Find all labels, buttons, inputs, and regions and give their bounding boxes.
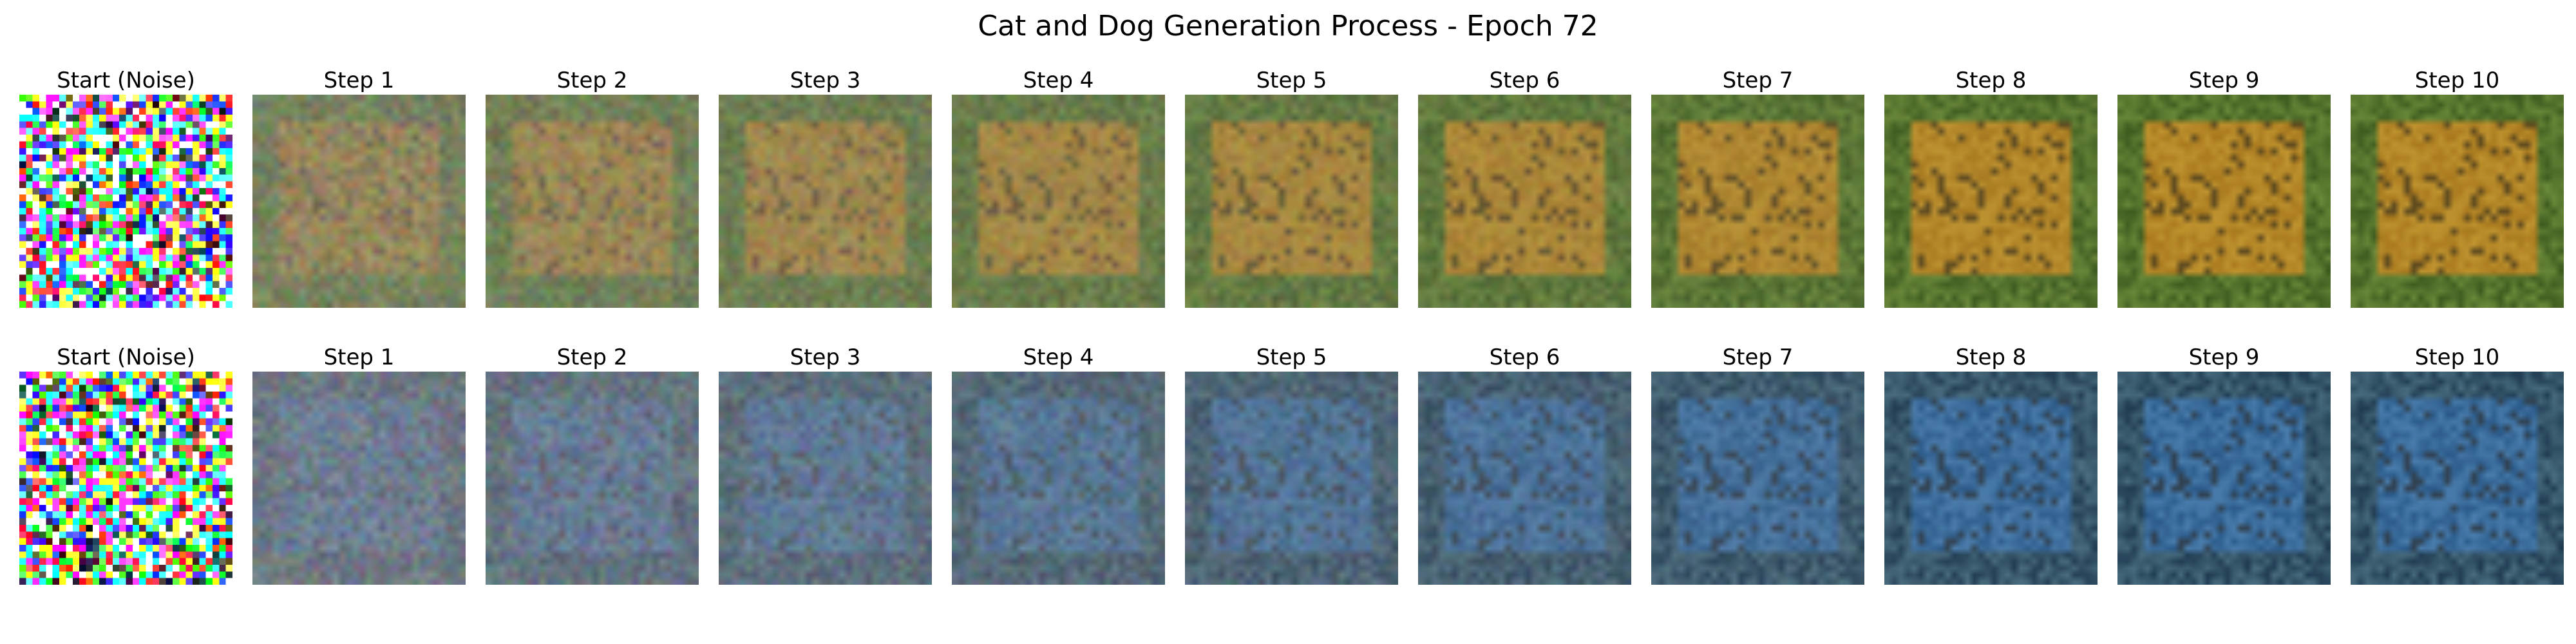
generated-image bbox=[2117, 95, 2331, 308]
image-cell: Start (Noise) bbox=[19, 68, 232, 308]
image-cell: Step 6 bbox=[1418, 345, 1631, 585]
step-label: Start (Noise) bbox=[57, 345, 195, 370]
step-label: Step 6 bbox=[1489, 345, 1560, 370]
image-cell: Step 3 bbox=[719, 345, 932, 585]
image-cell: Step 8 bbox=[1884, 68, 2098, 308]
image-cell: Step 9 bbox=[2117, 345, 2331, 585]
image-cell: Step 4 bbox=[952, 68, 1165, 308]
image-cell: Start (Noise) bbox=[19, 345, 232, 585]
image-cell: Step 5 bbox=[1185, 68, 1398, 308]
step-label: Step 8 bbox=[1955, 68, 2027, 93]
step-label: Step 1 bbox=[323, 345, 395, 370]
generated-image bbox=[1651, 95, 1864, 308]
step-label: Step 2 bbox=[556, 345, 628, 370]
generated-image bbox=[952, 372, 1165, 585]
generated-image bbox=[1418, 372, 1631, 585]
step-label: Start (Noise) bbox=[57, 68, 195, 93]
step-label: Step 3 bbox=[790, 68, 861, 93]
image-cell: Step 2 bbox=[486, 345, 699, 585]
generated-image bbox=[1185, 95, 1398, 308]
generated-image bbox=[1185, 372, 1398, 585]
step-label: Step 6 bbox=[1489, 68, 1560, 93]
generated-image bbox=[2117, 372, 2331, 585]
step-label: Step 10 bbox=[2414, 345, 2500, 370]
image-cell: Step 2 bbox=[486, 68, 699, 308]
generated-image bbox=[719, 372, 932, 585]
step-label: Step 5 bbox=[1256, 68, 1327, 93]
image-cell: Step 1 bbox=[252, 345, 466, 585]
step-label: Step 3 bbox=[790, 345, 861, 370]
step-label: Step 8 bbox=[1955, 345, 2027, 370]
generated-image bbox=[252, 372, 466, 585]
step-label: Step 10 bbox=[2414, 68, 2500, 93]
generated-image bbox=[2351, 95, 2564, 308]
step-label: Step 7 bbox=[1722, 345, 1794, 370]
figure-title: Cat and Dog Generation Process - Epoch 7… bbox=[978, 10, 1598, 43]
generated-image bbox=[486, 372, 699, 585]
generated-image bbox=[1884, 372, 2098, 585]
generated-image bbox=[1418, 95, 1631, 308]
generated-image bbox=[952, 95, 1165, 308]
image-cell: Step 6 bbox=[1418, 68, 1631, 308]
generated-image bbox=[1884, 95, 2098, 308]
generated-image bbox=[486, 95, 699, 308]
step-label: Step 4 bbox=[1023, 345, 1094, 370]
noise-image bbox=[19, 95, 232, 308]
image-cell: Step 8 bbox=[1884, 345, 2098, 585]
image-cell: Step 10 bbox=[2351, 68, 2564, 308]
generated-image bbox=[719, 95, 932, 308]
image-cell: Step 10 bbox=[2351, 345, 2564, 585]
step-label: Step 2 bbox=[556, 68, 628, 93]
step-label: Step 4 bbox=[1023, 68, 1094, 93]
image-cell: Step 7 bbox=[1651, 68, 1864, 308]
image-cell: Step 9 bbox=[2117, 68, 2331, 308]
image-cell: Step 1 bbox=[252, 68, 466, 308]
image-cell: Step 7 bbox=[1651, 345, 1864, 585]
image-cell: Step 3 bbox=[719, 68, 932, 308]
step-label: Step 9 bbox=[2188, 345, 2260, 370]
image-cell: Step 4 bbox=[952, 345, 1165, 585]
step-label: Step 1 bbox=[323, 68, 395, 93]
image-cell: Step 5 bbox=[1185, 345, 1398, 585]
generated-image bbox=[252, 95, 466, 308]
step-label: Step 5 bbox=[1256, 345, 1327, 370]
noise-image bbox=[19, 372, 232, 585]
step-label: Step 7 bbox=[1722, 68, 1794, 93]
generated-image bbox=[2351, 372, 2564, 585]
step-label: Step 9 bbox=[2188, 68, 2260, 93]
generated-image bbox=[1651, 372, 1864, 585]
